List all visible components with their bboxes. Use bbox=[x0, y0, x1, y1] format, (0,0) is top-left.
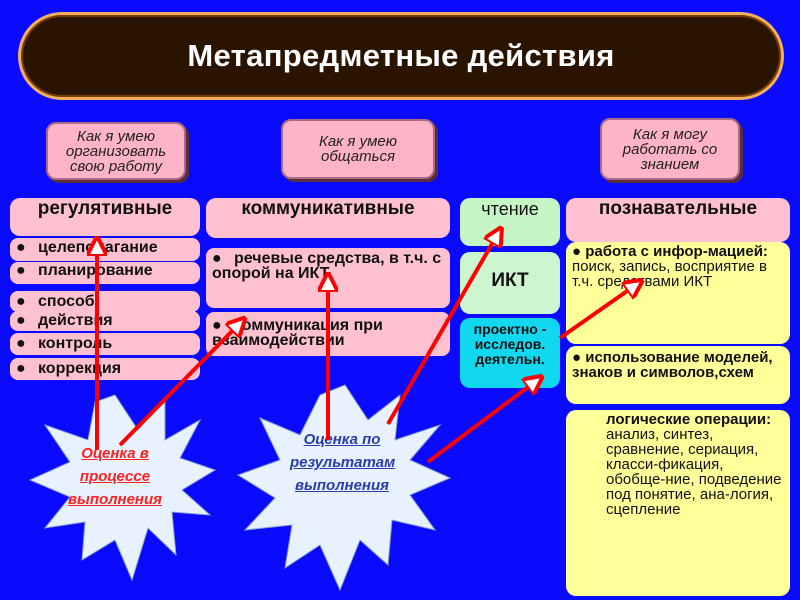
star-result-shape bbox=[236, 384, 452, 592]
header-knowledge-text: Как я могу работать со знанием bbox=[622, 125, 718, 173]
communicative-item: речевые средства, в т.ч. с опорой на ИКТ bbox=[212, 250, 442, 282]
reading-title: чтение bbox=[481, 199, 539, 219]
header-communicate: Как я умею общаться bbox=[281, 119, 435, 179]
cognitive-item-head: работа с инфор-мацией: bbox=[585, 243, 768, 260]
header-organize: Как я умею организовать свою работу bbox=[46, 122, 186, 180]
arrow-to-info bbox=[558, 282, 640, 340]
header-knowledge: Как я могу работать со знанием bbox=[600, 118, 740, 180]
project-label: проектно - исследов. деятельн. bbox=[473, 321, 547, 367]
regulative-item: контроль bbox=[38, 335, 113, 352]
cognitive-title: познавательные bbox=[598, 198, 758, 219]
regulative-item: коррекция bbox=[38, 360, 122, 377]
title-banner: Метапредметные действия bbox=[18, 12, 784, 100]
reading-box: чтение bbox=[460, 198, 560, 246]
list-item: ●планирование bbox=[10, 262, 200, 284]
list-item: ●действия bbox=[10, 311, 200, 331]
regulative-header: регулятивные bbox=[10, 198, 200, 236]
regulative-item: действия bbox=[38, 312, 113, 329]
cognitive-info-box: ● работа с инфор-мацией: поиск, запись, … bbox=[566, 242, 790, 344]
ikt-box: ИКТ bbox=[460, 252, 560, 314]
list-item: ●способ bbox=[10, 291, 200, 312]
communicative-title: коммуникативные bbox=[241, 198, 415, 219]
arrow-to-communication bbox=[118, 320, 243, 447]
regulative-title: регулятивные bbox=[37, 198, 173, 219]
cognitive-item: использование моделей, знаков и символов… bbox=[572, 349, 773, 381]
cognitive-item-head: логические операции: bbox=[606, 411, 772, 428]
list-item: ●коррекция bbox=[10, 358, 200, 380]
cognitive-models-box: ● использование моделей, знаков и символ… bbox=[566, 346, 790, 404]
page-title: Метапредметные действия bbox=[187, 38, 615, 73]
communicative-header: коммуникативные bbox=[206, 198, 450, 238]
list-item: ●контроль bbox=[10, 333, 200, 355]
header-communicate-text: Как я умею общаться bbox=[318, 133, 398, 165]
cognitive-header: познавательные bbox=[566, 198, 790, 242]
star-result: Оценка по результатам выполнения bbox=[290, 428, 396, 497]
cognitive-item-body: анализ, синтез, сравнение, сериация, кла… bbox=[606, 426, 782, 518]
arrow-to-project bbox=[426, 378, 540, 464]
regulative-item: способ bbox=[38, 293, 95, 310]
star-process-shape bbox=[28, 394, 217, 582]
arrow-to-reading bbox=[386, 230, 500, 425]
ikt-label: ИКТ bbox=[491, 270, 529, 291]
header-organize-text: Как я умею организовать свою работу bbox=[65, 127, 167, 175]
star-result-label: Оценка по результатам выполнения bbox=[290, 431, 396, 494]
cognitive-logic-box: логические операции: анализ, синтез, сра… bbox=[566, 410, 790, 596]
